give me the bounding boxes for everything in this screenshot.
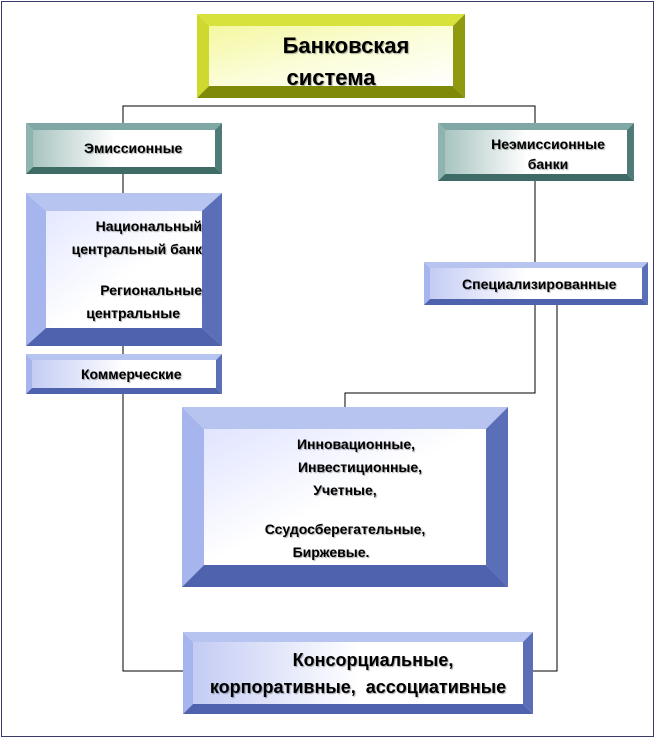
banking-system-title-line1: Банковская	[282, 33, 410, 58]
line-specialized-consortium	[533, 305, 558, 672]
non-emission-banks-bevel	[438, 123, 634, 181]
central-banks-bevel	[26, 193, 222, 346]
specialized-kinds-line4: Ссудосберегательные,	[264, 521, 426, 537]
specialized-kinds-line1: Инновационные,	[296, 436, 416, 452]
specialized-kinds-line2: Инвестиционные,	[297, 459, 423, 475]
central-banks-box: Национальный центральный банк Региональн…	[26, 193, 222, 346]
central-banks-line3: Региональные	[100, 282, 202, 298]
consortium-banks-line1: Консорциальные,	[292, 650, 454, 670]
specialized-banks-label: Специализированные	[462, 276, 617, 292]
emission-banks-box: Эмиссионные	[26, 123, 222, 174]
specialized-banks-box: Специализированные	[424, 262, 648, 305]
consortium-banks-line2: корпоративные, ассоциативные	[209, 677, 507, 697]
central-banks-line1: Национальный	[95, 218, 202, 234]
specialized-kinds-line5: Биржевые.	[292, 544, 370, 560]
central-banks-line4: центральные	[86, 305, 180, 321]
commercial-banks-box: Коммерческие	[26, 354, 222, 394]
emission-banks-bevel	[26, 123, 222, 174]
consortium-banks-bevel	[183, 632, 533, 714]
specialized-kinds-line3: Учетные,	[313, 482, 377, 498]
specialized-banks-bevel	[424, 262, 648, 305]
non-emission-banks-box: Неэмиссионные банки	[438, 123, 634, 181]
emission-banks-label: Эмиссионные	[84, 140, 183, 156]
banking-system-box: Банковская система	[197, 14, 465, 98]
commercial-banks-label: Коммерческие	[81, 366, 182, 382]
line-specialized-kinds	[344, 305, 536, 407]
commercial-banks-bevel	[26, 354, 222, 394]
specialized-kinds-bevel	[182, 407, 508, 587]
central-banks-line2: центральный банк	[71, 241, 202, 257]
banking-system-title-line2: система	[286, 65, 376, 90]
line-title-branches	[122, 105, 536, 123]
non-emission-banks-line1: Неэмиссионные	[491, 136, 605, 152]
line-commercial-consortium	[122, 394, 183, 672]
non-emission-banks-line2: банки	[527, 156, 569, 172]
specialized-kinds-box: Инновационные, Инвестиционные, Учетные, …	[182, 407, 508, 587]
banking-system-bevel	[197, 14, 465, 98]
consortium-banks-box: Консорциальные, корпоративные, ассоциати…	[183, 632, 533, 714]
